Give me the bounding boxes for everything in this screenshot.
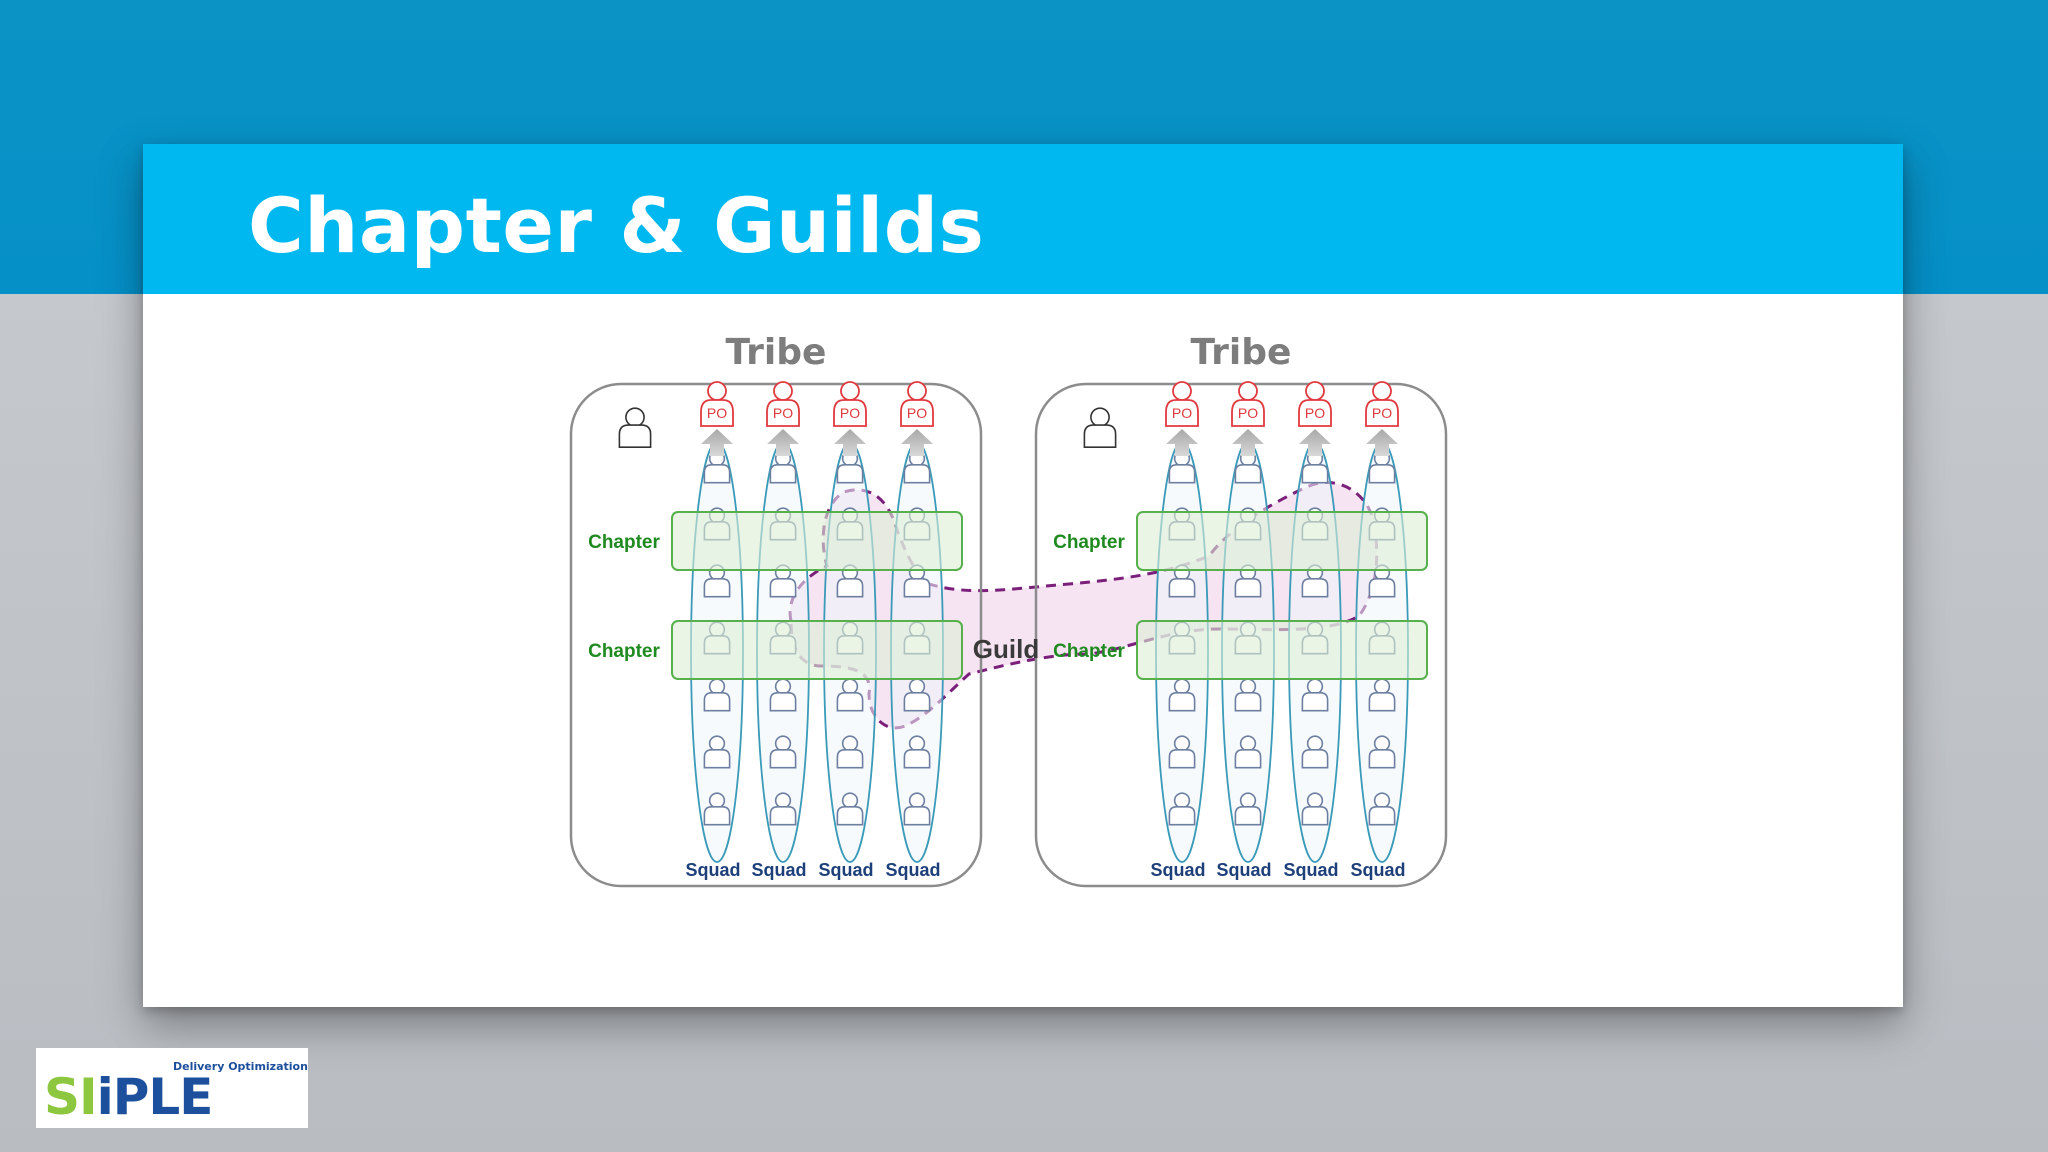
squad-label: Squad xyxy=(818,860,873,880)
up-arrow-icon xyxy=(1299,429,1331,456)
squad-member-person xyxy=(769,735,797,769)
squad-member-person xyxy=(769,678,797,712)
logo-wordmark-green: SI xyxy=(44,1068,98,1126)
up-arrow-icon xyxy=(1232,429,1264,456)
squad-member-person xyxy=(703,678,731,712)
chapter-band xyxy=(671,511,963,571)
squad-label: Squad xyxy=(1216,860,1271,880)
chapter-label: Chapter xyxy=(1053,641,1125,662)
product-owner-label: PO xyxy=(1172,405,1192,421)
up-arrow-icon xyxy=(701,429,733,456)
squad-member-person xyxy=(836,735,864,769)
product-owner-label: PO xyxy=(707,405,727,421)
logo-tagline: Delivery Optimization xyxy=(173,1060,308,1073)
product-owner-label: PO xyxy=(840,405,860,421)
up-arrow-icon xyxy=(1166,429,1198,456)
squad-member-person xyxy=(1368,792,1396,826)
squad-label: Squad xyxy=(1150,860,1205,880)
squad-member-person xyxy=(1168,564,1196,598)
company-logo: SIiPLE Delivery Optimization xyxy=(36,1048,308,1128)
product-owner: PO xyxy=(1165,381,1199,427)
squad-member-person xyxy=(903,678,931,712)
chapter-label: Chapter xyxy=(588,641,660,662)
squad-member-person xyxy=(1234,735,1262,769)
up-arrow-icon xyxy=(767,429,799,456)
squad-member-person xyxy=(1234,678,1262,712)
squad-label: Squad xyxy=(1283,860,1338,880)
logo-wordmark: SIiPLE xyxy=(44,1072,213,1122)
tribe-lead-person xyxy=(618,407,652,448)
chapter-label: Chapter xyxy=(588,532,660,553)
squad-member-person xyxy=(769,792,797,826)
tribe-label: Tribe xyxy=(726,334,827,373)
squad-member-person xyxy=(903,792,931,826)
chapter-band xyxy=(671,620,963,680)
product-owner-label: PO xyxy=(1372,405,1392,421)
slide-title: Chapter & Guilds xyxy=(248,181,985,270)
squad-member-person xyxy=(1301,678,1329,712)
up-arrow-icon xyxy=(834,429,866,456)
squad-member-person xyxy=(836,792,864,826)
logo-wordmark-blue: iPLE xyxy=(96,1068,214,1126)
up-arrow-icon xyxy=(901,429,933,456)
squad-member-person xyxy=(903,735,931,769)
tribe-label: Tribe xyxy=(1191,334,1292,373)
product-owner-label: PO xyxy=(1238,405,1258,421)
squad-label: Squad xyxy=(885,860,940,880)
squad-member-person xyxy=(1168,735,1196,769)
product-owner: PO xyxy=(833,381,867,427)
squad-member-person xyxy=(703,735,731,769)
product-owner: PO xyxy=(766,381,800,427)
squad-member-person xyxy=(1234,792,1262,826)
chapter-band xyxy=(1136,620,1428,680)
squad-label: Squad xyxy=(685,860,740,880)
chapter-label: Chapter xyxy=(1053,532,1125,553)
tribe-lead-person xyxy=(1083,407,1117,448)
squad-member-person xyxy=(1368,735,1396,769)
product-owner: PO xyxy=(1231,381,1265,427)
guild-label: Guild xyxy=(973,634,1039,664)
squad-member-person xyxy=(703,792,731,826)
squad-label: Squad xyxy=(1350,860,1405,880)
squad-member-person xyxy=(1368,678,1396,712)
up-arrow-icon xyxy=(1366,429,1398,456)
product-owner-label: PO xyxy=(773,405,793,421)
title-bar: Chapter & Guilds xyxy=(143,144,1903,294)
chapter-band xyxy=(1136,511,1428,571)
squad-member-person xyxy=(1301,450,1329,484)
squad-member-person xyxy=(1168,792,1196,826)
squad-member-person xyxy=(703,564,731,598)
product-owner: PO xyxy=(1298,381,1332,427)
squad-member-person xyxy=(1168,678,1196,712)
product-owner-label: PO xyxy=(907,405,927,421)
product-owner: PO xyxy=(900,381,934,427)
product-owner: PO xyxy=(700,381,734,427)
product-owner-label: PO xyxy=(1305,405,1325,421)
squad-label: Squad xyxy=(751,860,806,880)
product-owner: PO xyxy=(1365,381,1399,427)
squad-member-person xyxy=(1301,735,1329,769)
squad-member-person xyxy=(1301,792,1329,826)
